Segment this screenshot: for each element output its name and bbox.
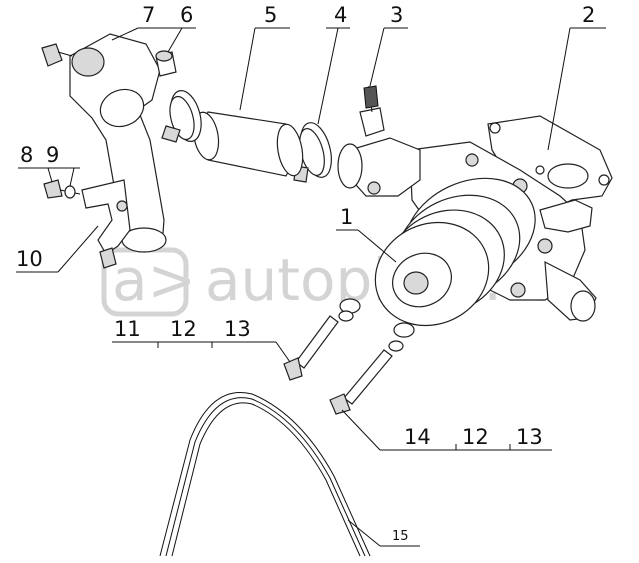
watermark-logo: a> [112, 246, 196, 314]
support-bracket [81, 179, 131, 269]
callout-labels: 7 6 5 4 3 2 1 8 9 10 11 12 13 14 12 13 1… [16, 3, 595, 544]
callout-15: 15 [392, 529, 409, 544]
callout-12-upper: 12 [170, 317, 197, 341]
bracket-bolt [43, 179, 81, 199]
callout-3: 3 [390, 3, 403, 27]
callout-14: 14 [404, 425, 431, 449]
washers-upper [338, 298, 361, 322]
long-bolt-11 [283, 315, 339, 381]
bracket-washer [64, 185, 76, 199]
callout-5: 5 [264, 3, 277, 27]
inlet-elbow-with-sensor [337, 85, 421, 197]
drive-belt [159, 392, 371, 557]
pipe-bolt-top [41, 43, 73, 67]
callout-4: 4 [334, 3, 347, 27]
callout-1: 1 [340, 205, 353, 229]
callout-12-lower: 12 [462, 425, 489, 449]
long-bolt-14 [329, 349, 393, 415]
callout-9: 9 [46, 143, 59, 167]
callout-10: 10 [16, 247, 43, 271]
callout-2: 2 [582, 3, 595, 27]
callout-13-lower: 13 [516, 425, 543, 449]
rubber-hose [192, 111, 304, 177]
pipe-plug [155, 50, 177, 77]
callout-13-upper: 13 [224, 317, 251, 341]
callout-6: 6 [180, 3, 193, 27]
hose-clamp-left [161, 90, 202, 143]
washers-lower [388, 322, 415, 352]
leader-lines [16, 27, 606, 547]
callout-7: 7 [142, 3, 155, 27]
callout-11: 11 [114, 317, 141, 341]
callout-8: 8 [20, 143, 33, 167]
pump-pulley [374, 177, 536, 327]
inlet-pipe [69, 33, 167, 253]
hose-clamp-right [293, 122, 332, 183]
